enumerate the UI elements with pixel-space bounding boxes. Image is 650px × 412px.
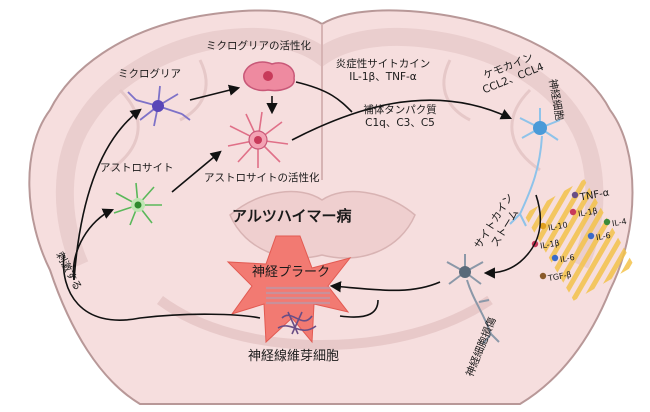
astrocyte-cell	[113, 182, 162, 226]
cytokines-items: IL-1β、TNF-α	[349, 71, 417, 83]
storm-dot-2	[569, 208, 577, 216]
storm-dot-3	[539, 222, 547, 230]
cytokine-storm-field	[523, 179, 635, 301]
storm-dot-7	[539, 272, 547, 280]
storm-dot-6	[551, 254, 559, 262]
storm-dot-0	[571, 191, 579, 199]
astrocyte-activation-label: アストロサイトの活性化	[204, 172, 320, 184]
complement-items: C1q、C3、C5	[365, 117, 435, 129]
microglia-cell	[127, 85, 191, 127]
cytokines-label: 炎症性サイトカイン IL-1β、TNF-α	[330, 58, 436, 84]
storm-label-4: IL-6	[595, 230, 612, 243]
tangle-label: 神経線維芽細胞	[248, 349, 340, 364]
flow-arrows	[62, 81, 542, 321]
storm-label-6: IL-6	[559, 252, 576, 265]
activated-astrocyte-cell	[227, 111, 289, 168]
plaque-burst	[226, 235, 352, 344]
cytokines-title: 炎症性サイトカイン	[335, 58, 431, 70]
astrocyte-label: アストロサイト	[100, 162, 174, 174]
microglia-label: ミクログリア	[118, 68, 181, 80]
damaged-neuron-cell	[446, 254, 500, 345]
storm-dot-4	[587, 232, 595, 240]
storm-dot-1	[603, 218, 611, 226]
disease-title: アルツハイマー病	[232, 207, 352, 225]
complement-title: 補体タンパク質	[363, 104, 437, 116]
plaque-label: 神経プラーク	[252, 265, 331, 280]
complement-label: 補体タンパク質 C1q、C3、C5	[350, 104, 450, 130]
activated-microglia-cell	[243, 61, 295, 92]
neuron-cell	[509, 108, 561, 227]
brain-background	[28, 9, 634, 405]
storm-label-1: IL-4	[611, 216, 628, 229]
microglia-activation-label: ミクログリアの活性化	[206, 40, 311, 52]
